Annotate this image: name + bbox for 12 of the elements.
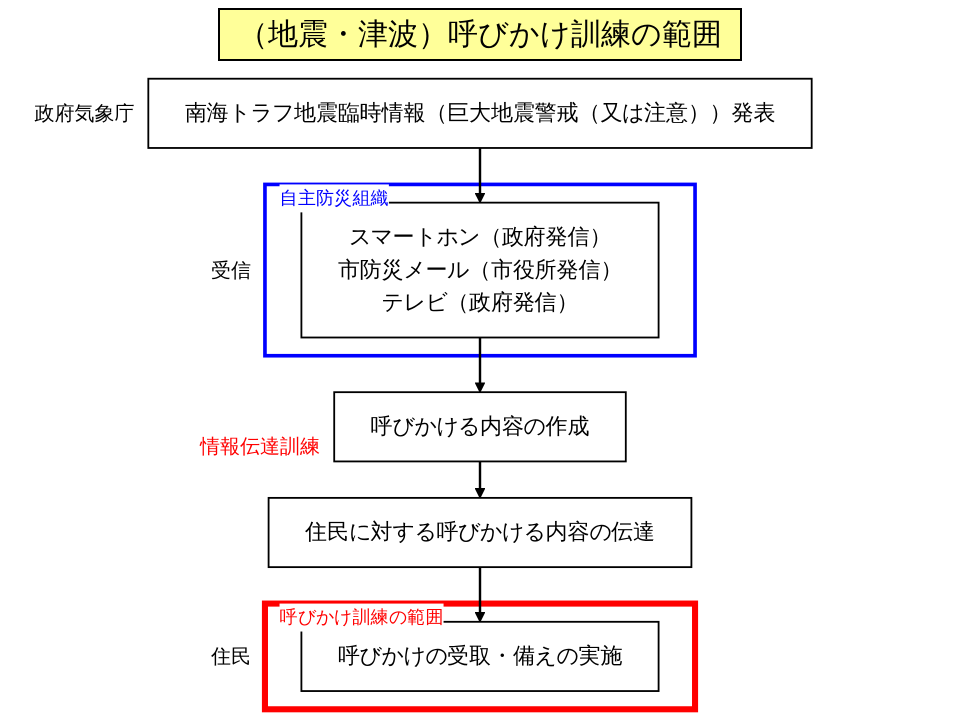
arrow <box>474 567 486 622</box>
side-label: 政府気象庁 <box>34 100 134 127</box>
side-label: 受信 <box>210 256 251 284</box>
note-label: 情報伝達訓練 <box>200 433 320 460</box>
arrow <box>474 338 486 393</box>
node-box: 住民に対する呼びかける内容の伝達 <box>268 496 692 568</box>
node-box: 呼びかける内容の作成 <box>333 391 627 462</box>
side-label: 住民 <box>210 642 251 670</box>
title-banner: （地震・津波）呼びかけ訓練の範囲 <box>218 8 742 61</box>
node-box: 南海トラフ地震臨時情報（巨大地震警戒（又は注意））発表 <box>147 78 813 149</box>
arrow <box>474 148 486 204</box>
arrow <box>474 461 486 498</box>
